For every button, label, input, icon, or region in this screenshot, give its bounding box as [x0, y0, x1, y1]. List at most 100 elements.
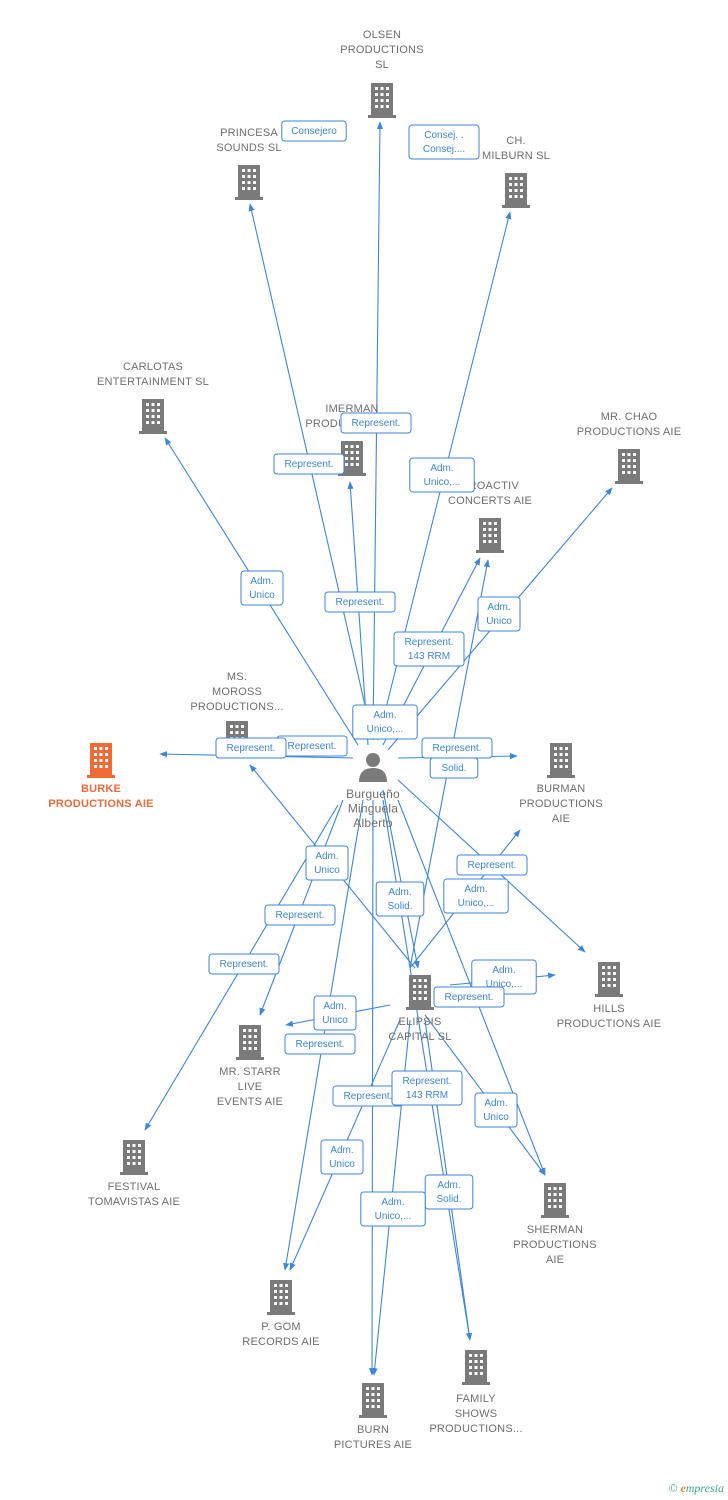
company-name-line: SHOWS [455, 1408, 498, 1420]
company-node-moross[interactable]: MS.MOROSSPRODUCTIONS... [190, 671, 283, 756]
edge-label[interactable]: Represent. [340, 412, 412, 434]
company-name-line: CAPITAL SL [388, 1031, 451, 1043]
edge-label-text: Unico [249, 590, 275, 601]
person-name-line: Alberto [353, 816, 393, 830]
edge-label-text: Represent. [468, 860, 517, 871]
edge-label-text: Consejero [291, 126, 337, 137]
edge-label[interactable]: Adm.Unico,... [409, 457, 475, 493]
edge-label[interactable]: Represent. [276, 735, 348, 757]
building-icon [462, 1350, 490, 1385]
company-name-line: PICTURES AIE [334, 1439, 412, 1451]
company-name-line: MILBURN SL [482, 150, 550, 162]
edge-label-text: Represent. [352, 418, 401, 429]
building-icon [236, 1025, 264, 1060]
building-icon [267, 1280, 295, 1315]
edge-label[interactable]: Adm.Unico [477, 596, 521, 632]
company-name-line: TOMAVISTAS AIE [88, 1196, 180, 1208]
edge-label[interactable]: Consej. .Consej.... [408, 124, 480, 160]
edge-label[interactable]: Adm.Solid. [375, 881, 425, 917]
edge-label[interactable]: Adm.Unico [240, 570, 284, 606]
edge-label-text: 143 RRM [406, 1090, 448, 1101]
edge-label[interactable]: Represent. [215, 737, 287, 759]
company-name-line: MR. CHAO [601, 411, 658, 423]
company-name-line: OLSEN [363, 29, 401, 41]
edge-label-text: Represent. [433, 743, 482, 754]
edge-label[interactable]: Represent. [273, 453, 345, 475]
company-name-line: LIVE [238, 1081, 263, 1093]
edges-layer [144, 121, 613, 1376]
company-name-line: BURKE [81, 783, 121, 795]
company-name-line: P. GOM [261, 1321, 301, 1333]
edge-label-text: Represent. [344, 1091, 393, 1102]
company-name-line: CARLOTAS [123, 361, 183, 373]
edge-label-text: Represent. [445, 992, 494, 1003]
edge-label-text: Unico,... [458, 898, 495, 909]
edge-label-text: Adm. [492, 965, 515, 976]
edge-label-text: Adm. [388, 887, 411, 898]
building-icon [368, 83, 396, 118]
edge-label-text: Adm. [330, 1145, 353, 1156]
edge-label-text: Unico [486, 616, 512, 627]
edge-label[interactable]: Represent. [324, 591, 396, 613]
edge-label[interactable]: Adm.Unico [313, 995, 357, 1031]
edge-label-text: Represent. [276, 910, 325, 921]
company-node-family[interactable]: FAMILYSHOWSPRODUCTIONS... [429, 1350, 522, 1435]
edge-label[interactable]: Represent. [264, 904, 336, 926]
company-name-line: ELIPSIS [399, 1016, 442, 1028]
company-name-line: PRODUCTIONS AIE [48, 798, 153, 810]
edge-label-text: Adm. [484, 1098, 507, 1109]
building-icon [595, 962, 623, 997]
edge-label-text: Unico,... [367, 724, 404, 735]
edge-label-text: Unico [322, 1015, 348, 1026]
company-name-line: BURMAN [537, 783, 586, 795]
edge-label[interactable]: Represent. [208, 953, 280, 975]
building-icon [541, 1183, 569, 1218]
person-icon [359, 753, 387, 782]
edge-label[interactable]: Adm.Unico,... [352, 704, 418, 740]
edge-label[interactable]: Represent. 143 RRM [391, 1070, 463, 1106]
edge-label[interactable]: Represent. [421, 737, 493, 759]
edge-label[interactable]: Consejero [281, 120, 347, 142]
edge-label-text: Solid. [441, 763, 466, 774]
company-name-line: PRODUCTIONS AIE [577, 426, 681, 438]
company-name-line: EVENTS AIE [217, 1096, 283, 1108]
edge-label[interactable]: Represent. [284, 1033, 356, 1055]
edge-label[interactable]: Adm.Unico [305, 845, 349, 881]
edge-label[interactable]: Adm.Unico,... [360, 1191, 426, 1227]
company-node-elipsis[interactable]: ELIPSIS CAPITAL SL [388, 975, 451, 1043]
edge-label-text: Represent. [403, 1076, 452, 1087]
edge-label[interactable]: Adm.Unico,... [471, 959, 537, 995]
building-icon [406, 975, 434, 1010]
edge-label[interactable]: Adm.Unico,... [443, 878, 509, 914]
edge-label[interactable]: Solid. [429, 757, 479, 779]
edge-label[interactable]: Represent. [456, 854, 528, 876]
building-icon [615, 449, 643, 484]
edge-label[interactable]: Represent.143 RRM [393, 631, 465, 667]
edge-label-text: Consej. . [424, 130, 463, 141]
building-icon [547, 743, 575, 778]
edge-label[interactable]: Represent. [433, 986, 505, 1008]
company-node-chao[interactable]: MR. CHAO PRODUCTIONS AIE [577, 411, 681, 484]
edge-label[interactable]: Adm.Solid. [424, 1174, 474, 1210]
company-name-line: MS. [227, 671, 247, 683]
edge-label[interactable]: Adm.Unico [320, 1139, 364, 1175]
edge-label-text: Represent. [288, 741, 337, 752]
company-node-milburn[interactable]: CH.MILBURN SL [482, 135, 550, 208]
edge-label[interactable]: Adm.Unico [474, 1092, 518, 1128]
company-node-burke[interactable]: BURKE PRODUCTIONS AIE [48, 743, 153, 810]
